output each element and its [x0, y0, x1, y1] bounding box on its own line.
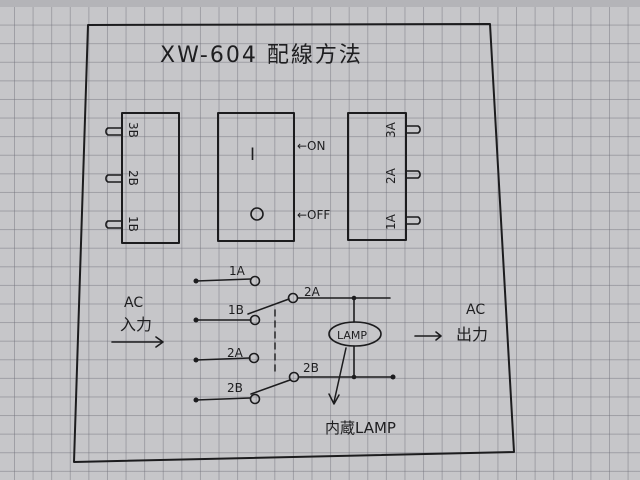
- switch-front-face: I ←ON ←OFF: [217, 112, 330, 242]
- lamp-note: 内蔵LAMP: [325, 419, 396, 437]
- switch-a-side: 3A 2A 1A: [347, 112, 421, 241]
- terminal-label: 3A: [384, 121, 398, 138]
- lamp-label: LAMP: [337, 329, 367, 342]
- terminal-3a-tab: [405, 125, 421, 134]
- switch-b-side: 3B 2B 1B: [105, 112, 180, 244]
- pointer-arrow-icon: [328, 347, 347, 405]
- svg-text:AC: AC: [124, 295, 143, 311]
- on-symbol: I: [250, 145, 255, 165]
- terminal-2a-tab: [405, 170, 421, 179]
- terminal-label: 3B: [126, 122, 140, 138]
- on-label: ←ON: [297, 139, 325, 153]
- schematic: 1A 1B 2A 2A 2B 2B: [193, 264, 396, 437]
- terminal-label: 1A: [384, 213, 398, 230]
- terminal-1b-tab: [105, 220, 123, 229]
- svg-text:出力: 出力: [456, 325, 488, 344]
- paper-edge: [0, 0, 640, 7]
- diagram-frame: [73, 23, 515, 463]
- terminal-3b-tab: [105, 127, 123, 136]
- svg-text:1B: 1B: [228, 303, 244, 317]
- diagram-title: XW-604 配線方法: [160, 43, 363, 68]
- contact-1b-icon: [249, 314, 261, 326]
- contact-1a-icon: [249, 275, 261, 287]
- terminal-2b-tab: [105, 174, 123, 183]
- terminal-label: 2A: [384, 167, 398, 184]
- terminal-label: 1B: [126, 216, 140, 232]
- contact-2b-common-icon: [288, 371, 300, 383]
- off-label: ←OFF: [297, 208, 330, 222]
- contact-2a-icon: [248, 352, 260, 364]
- lamp-icon: [328, 321, 382, 347]
- output-arrow-icon: [414, 331, 442, 341]
- ac-output: AC 出力: [414, 302, 488, 344]
- contact-2a-common-icon: [287, 292, 299, 304]
- svg-text:2B: 2B: [303, 361, 319, 375]
- ac-input: AC 入力: [111, 295, 164, 348]
- svg-text:AC: AC: [466, 302, 485, 318]
- svg-text:2A: 2A: [304, 285, 321, 299]
- svg-text:2A: 2A: [227, 346, 244, 360]
- off-symbol-icon: [250, 207, 264, 221]
- svg-text:入力: 入力: [120, 315, 152, 334]
- svg-text:1A: 1A: [229, 264, 246, 278]
- terminal-label: 2B: [126, 170, 140, 186]
- contact-2b-icon: [249, 393, 261, 405]
- terminal-1a-tab: [405, 216, 421, 225]
- input-arrow-icon: [111, 336, 164, 348]
- svg-text:2B: 2B: [227, 381, 243, 395]
